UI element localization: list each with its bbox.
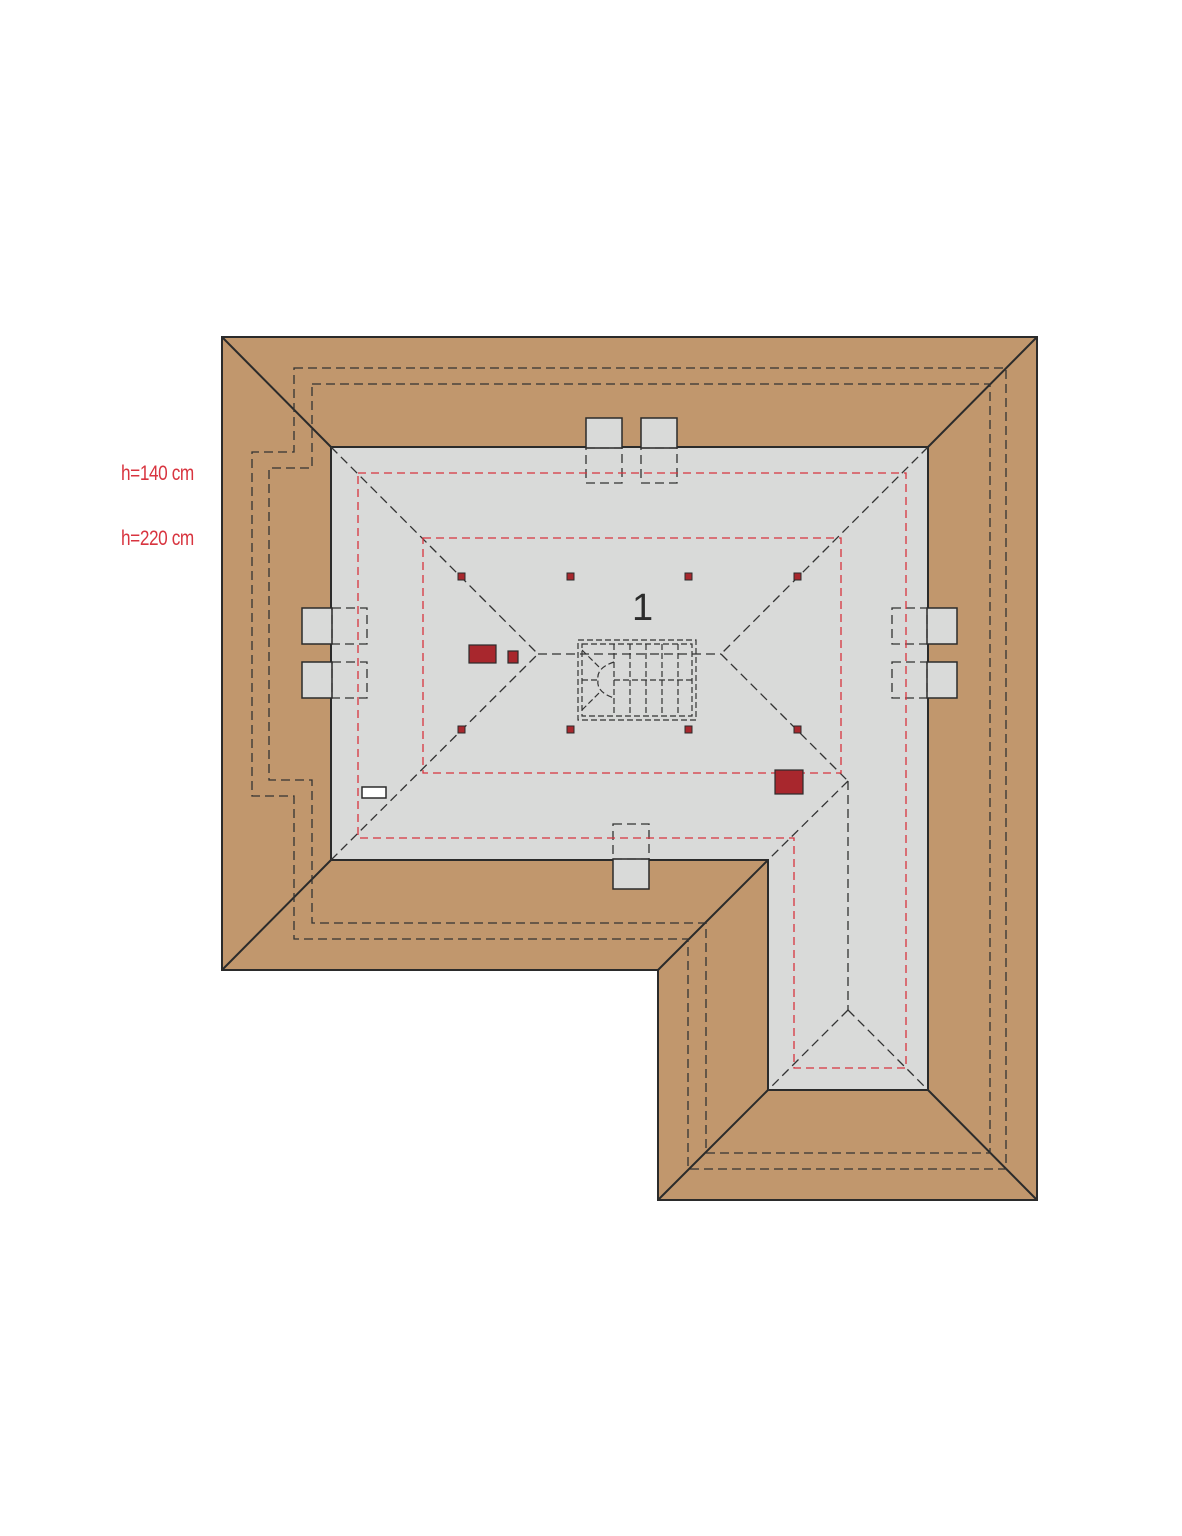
- attic-floor-area: [330, 446, 929, 1091]
- height-lines: [357, 472, 907, 1069]
- dormer-left-upper: [301, 607, 333, 645]
- legend-h220-label: h=220 cm: [121, 527, 194, 550]
- dashed-wall-lines: [251, 367, 1007, 1170]
- roof-hip-lines: [221, 336, 1038, 1201]
- dormer-right-upper: [926, 607, 958, 645]
- height-line-140: [357, 472, 907, 1069]
- chimney-right: [774, 769, 804, 795]
- dormer-left-lower: [301, 661, 333, 699]
- dormer-top-left: [585, 417, 623, 449]
- dormers: [301, 417, 958, 890]
- roof-window: [361, 786, 387, 799]
- chimney-large-left: [468, 644, 497, 664]
- chimneys: [468, 644, 804, 795]
- chimney-small-left: [507, 650, 519, 664]
- posts: [457, 572, 802, 734]
- stairs: [577, 639, 697, 721]
- dormer-bottom: [612, 858, 650, 890]
- room-number: 1: [632, 587, 653, 629]
- dormer-right-lower: [926, 661, 958, 699]
- height-line-220: [422, 537, 842, 774]
- legend-h140-label: h=140 cm: [121, 462, 194, 485]
- dormer-top-right: [640, 417, 678, 449]
